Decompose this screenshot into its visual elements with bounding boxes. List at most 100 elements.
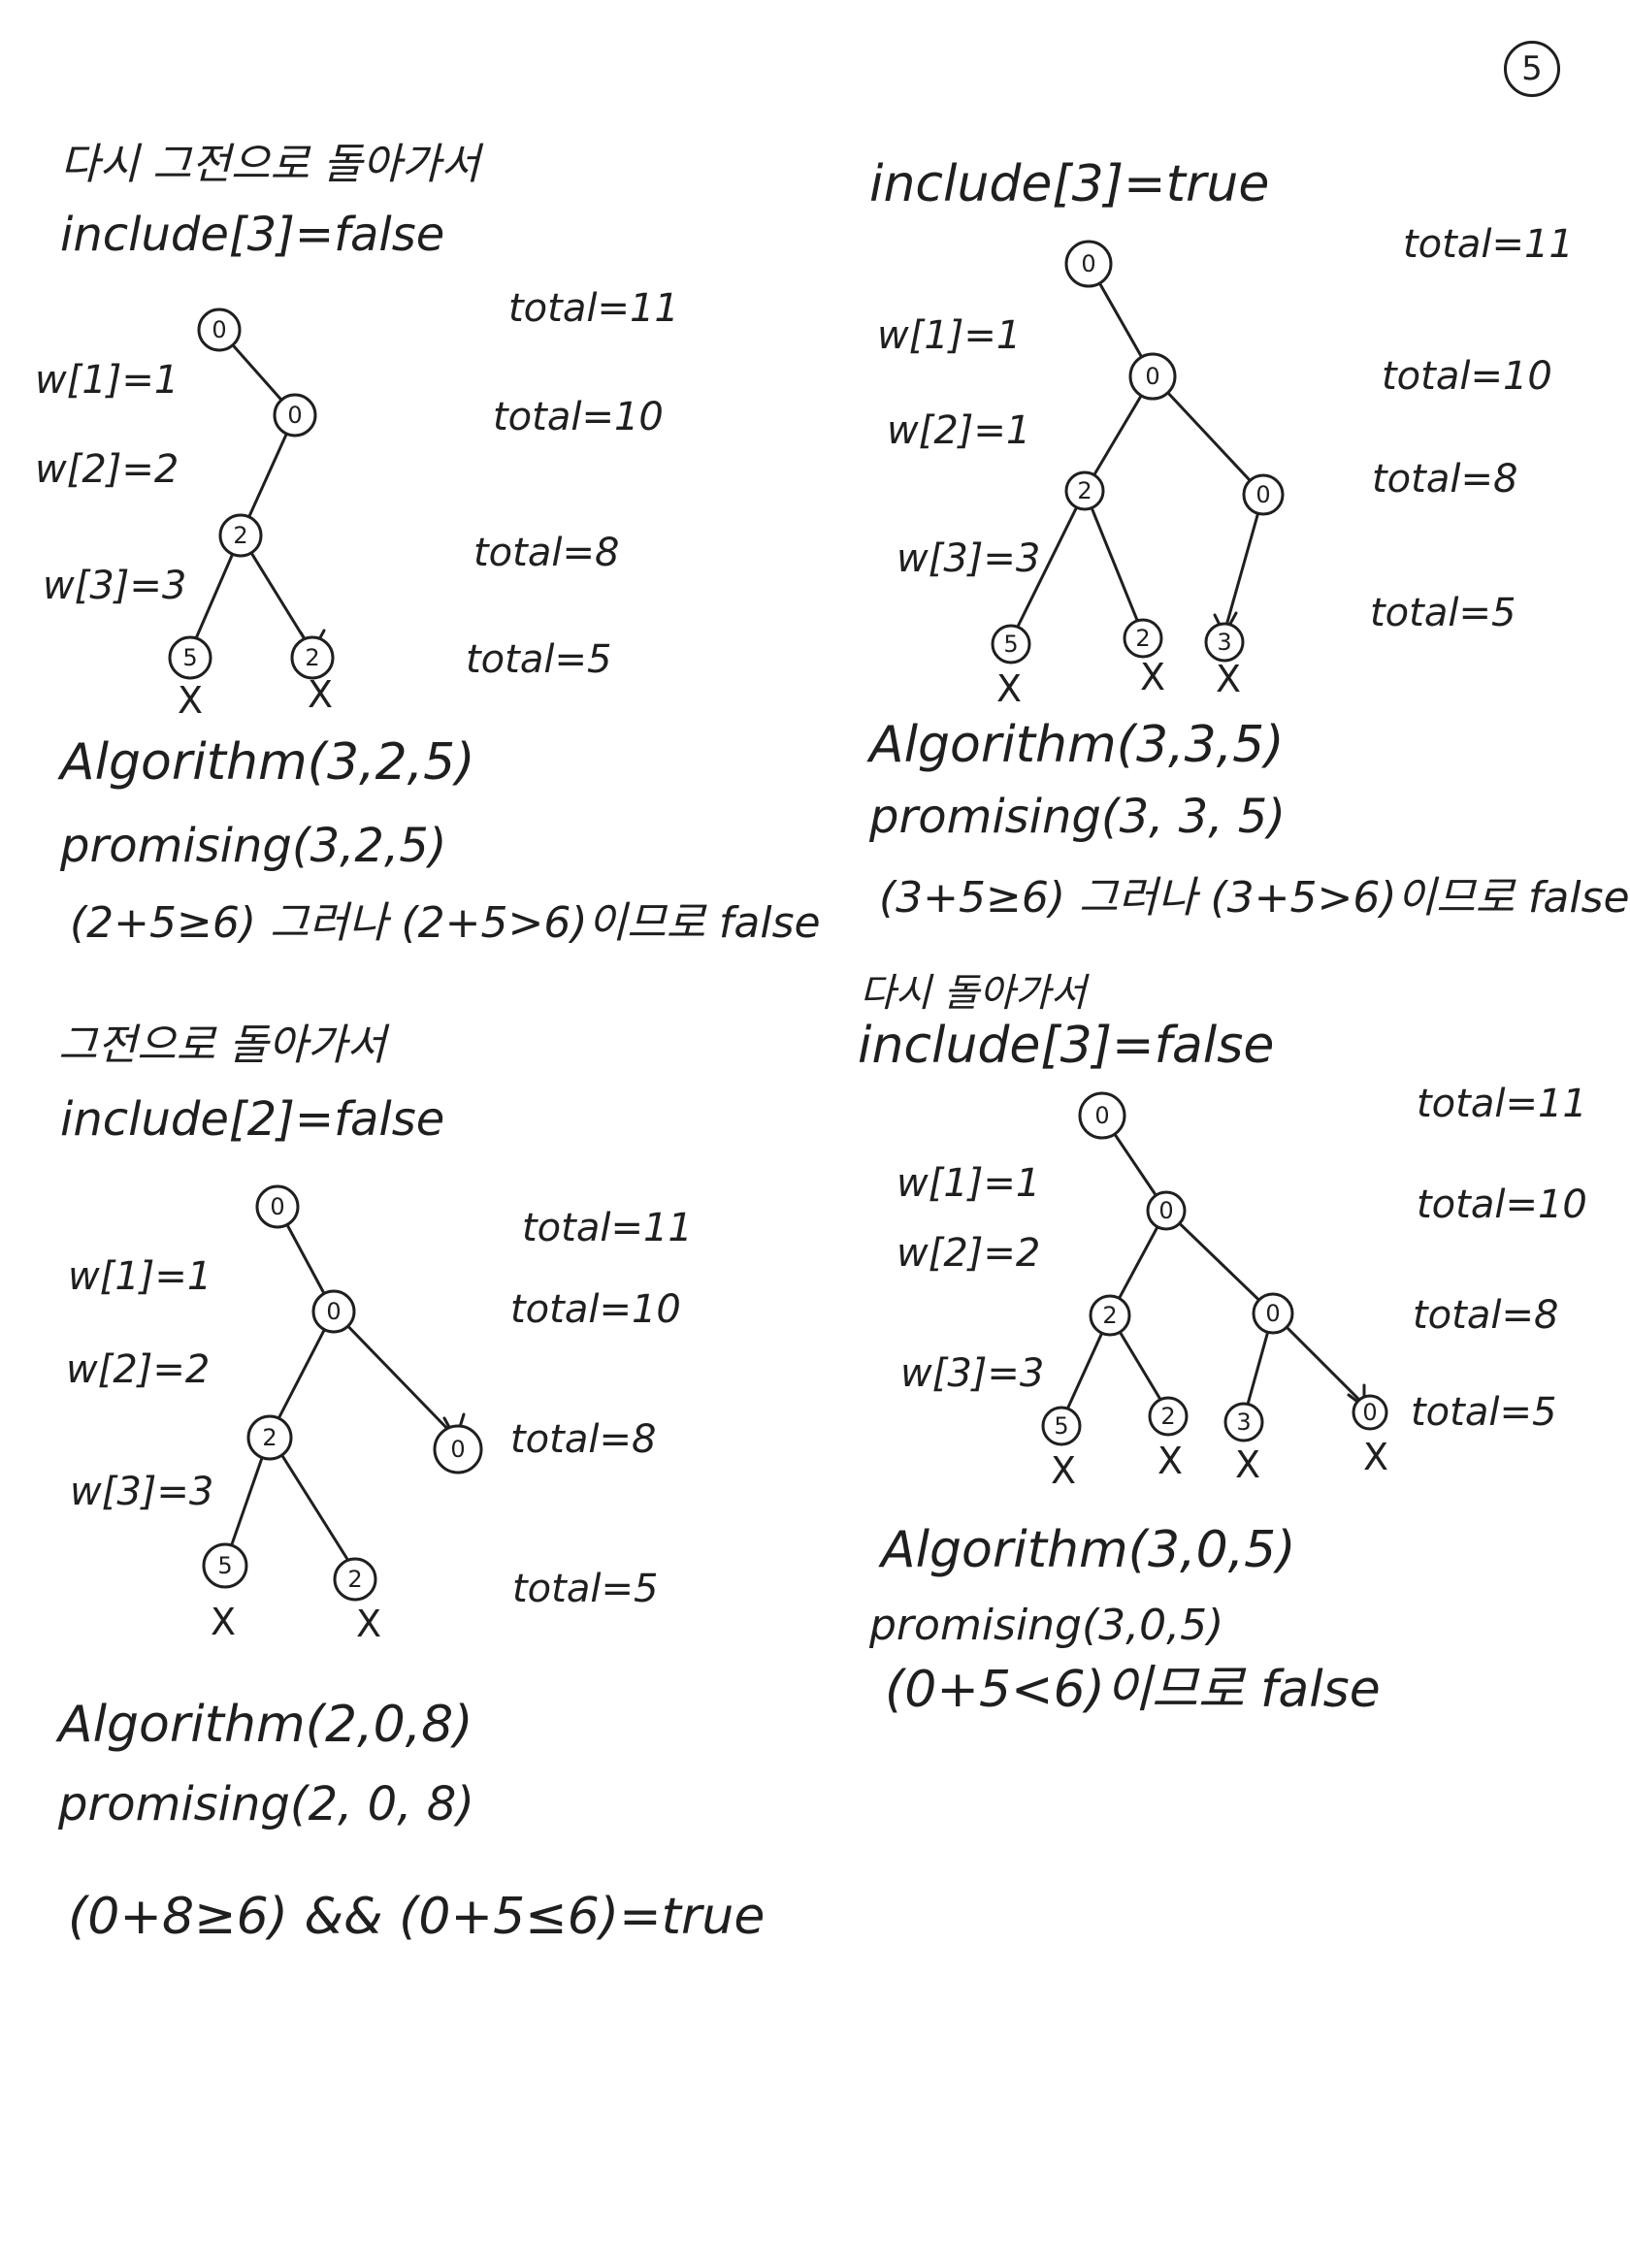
section4-node-leaf-3-label: 3: [1236, 1409, 1251, 1436]
section3-node-l2-left: [1064, 470, 1105, 511]
section3-node-leaf-2: [1123, 618, 1163, 659]
section1-node-leaf-right: [290, 635, 335, 680]
section3-node-l2-left-label: 2: [1077, 477, 1092, 504]
section1-weight-1: w[1]=1: [35, 358, 179, 403]
section3-node-l1: [1128, 352, 1177, 401]
section3-weight-2: w[2]=1: [887, 408, 1031, 453]
section4-node-leaf-1: [1041, 1406, 1082, 1446]
section4-node-leaf-4-label: 0: [1362, 1399, 1377, 1426]
section3-mark-1: X: [996, 667, 1022, 710]
page-number: 5: [1504, 41, 1560, 97]
section1-node-root-label: 0: [212, 316, 226, 343]
section2-node-l1-label: 0: [326, 1298, 341, 1325]
section2-weight-3: w[3]=3: [70, 1470, 214, 1514]
section2-node-leaf-left-label: 5: [217, 1552, 232, 1579]
section1-mark-right: X: [308, 673, 333, 716]
section2-node-leaf-right-label: 2: [347, 1566, 362, 1593]
section4-total-3: total=8: [1413, 1293, 1559, 1338]
section3-subheading: include[3]=true: [869, 155, 1270, 213]
section4-node-leaf-4: [1352, 1394, 1388, 1431]
section3-node-root: [1064, 240, 1113, 288]
section1-total-4: total=5: [466, 637, 612, 682]
section4-node-l2-right-label: 0: [1265, 1300, 1280, 1327]
section4-node-root-label: 0: [1094, 1102, 1109, 1129]
section3-total-3: total=8: [1372, 457, 1518, 502]
section4-node-leaf-1-label: 5: [1054, 1412, 1068, 1440]
section2-total-1: total=11: [522, 1206, 693, 1250]
section2-result: (0+8≥6) && (0+5≤6)=true: [68, 1888, 766, 1946]
section1-algorithm: Algorithm(3,2,5): [60, 733, 475, 792]
section1-node-l1-label: 0: [287, 402, 302, 429]
section4-mark-4: X: [1363, 1436, 1388, 1478]
section3-weight-3: w[3]=3: [896, 536, 1041, 581]
section4-node-leaf-2: [1148, 1396, 1189, 1437]
section1-node-l1: [273, 393, 317, 437]
section3-weight-1: w[1]=1: [877, 313, 1022, 358]
section3-node-l2-right-label: 0: [1255, 481, 1270, 508]
section1-node-leaf-left: [168, 635, 212, 680]
section4-node-l2-right: [1252, 1292, 1294, 1335]
section3-node-l2-right: [1242, 473, 1285, 516]
section3-mark-2: X: [1140, 656, 1165, 698]
section3-algorithm: Algorithm(3,3,5): [869, 716, 1285, 774]
section2-node-l2-left: [246, 1414, 293, 1461]
section3-node-root-label: 0: [1081, 250, 1095, 277]
section1-weight-3: w[3]=3: [43, 564, 187, 608]
section3-node-leaf-1-label: 5: [1003, 631, 1018, 658]
section3-promising: promising(3, 3, 5): [869, 790, 1286, 844]
section4-heading: 다시 돌아가서: [860, 971, 1087, 1016]
section1-heading: 다시 그전으로 돌아가서: [60, 140, 480, 189]
section4-weight-2: w[2]=2: [896, 1231, 1041, 1276]
section3-node-leaf-1: [991, 624, 1031, 664]
section1-total-3: total=8: [473, 531, 620, 575]
section1-subheading: include[3]=false: [60, 208, 445, 262]
section2-weight-1: w[1]=1: [68, 1254, 212, 1299]
section2-node-root-label: 0: [270, 1193, 284, 1220]
section1-promising: promising(3,2,5): [60, 819, 447, 873]
section4-algorithm: Algorithm(3,0,5): [881, 1521, 1296, 1579]
section4-node-l2-left-label: 2: [1102, 1302, 1117, 1329]
section4-total-1: total=11: [1417, 1082, 1587, 1126]
section4-mark-1: X: [1051, 1449, 1076, 1492]
section4-node-l2-left: [1089, 1294, 1131, 1337]
section3-total-4: total=5: [1370, 591, 1516, 635]
section4-total-4: total=5: [1411, 1390, 1557, 1435]
section2-node-l1: [311, 1289, 356, 1334]
section4-node-l1: [1146, 1190, 1187, 1231]
section1-mark-left: X: [178, 679, 203, 722]
section2-mark-right: X: [356, 1603, 381, 1645]
section2-node-leaf-left: [202, 1542, 248, 1589]
section2-total-2: total=10: [510, 1287, 681, 1332]
section4-node-l1-label: 0: [1158, 1197, 1173, 1224]
section3-mark-3: X: [1216, 658, 1241, 700]
section2-node-l2-left-label: 2: [262, 1424, 277, 1451]
section3-node-leaf-3: [1204, 622, 1245, 663]
section2-algorithm: Algorithm(2,0,8): [58, 1696, 473, 1754]
section4-promising: promising(3,0,5): [869, 1601, 1224, 1650]
section4-node-leaf-2-label: 2: [1160, 1403, 1175, 1430]
section3-total-2: total=10: [1382, 354, 1552, 399]
section4-result: (0+5<6)이므로 false: [885, 1661, 1381, 1719]
section4-weight-1: w[1]=1: [896, 1161, 1041, 1206]
section2-subheading: include[2]=false: [60, 1092, 445, 1147]
section3-total-1: total=11: [1403, 222, 1574, 267]
section3-node-l1-label: 0: [1145, 363, 1159, 390]
section2-node-root: [255, 1184, 300, 1229]
section4-node-root: [1078, 1091, 1126, 1140]
section2-promising: promising(2, 0, 8): [58, 1777, 474, 1831]
section1-weight-2: w[2]=2: [35, 447, 179, 492]
section1-total-2: total=10: [493, 395, 664, 439]
section2-node-l2-right: [433, 1424, 483, 1474]
section1-total-1: total=11: [508, 286, 679, 331]
section3-result: (3+5≥6) 그러나 (3+5>6)이므로 false: [879, 873, 1630, 923]
section2-node-leaf-right: [333, 1557, 377, 1602]
section1-node-root: [197, 308, 242, 352]
section3-node-leaf-2-label: 2: [1135, 625, 1150, 652]
section2-total-3: total=8: [510, 1417, 657, 1462]
section2-node-l2-right-label: 0: [450, 1436, 465, 1463]
section1-node-l2-label: 2: [233, 522, 247, 549]
